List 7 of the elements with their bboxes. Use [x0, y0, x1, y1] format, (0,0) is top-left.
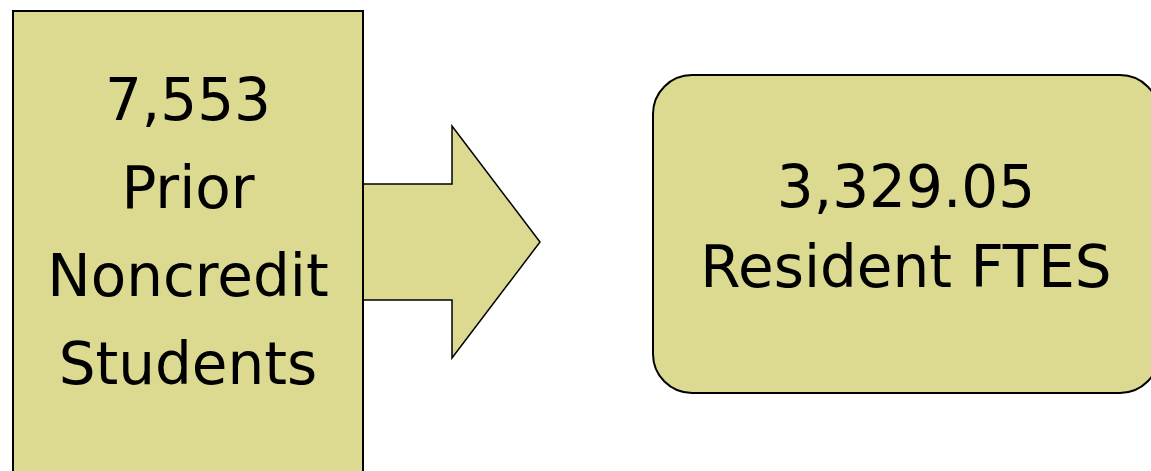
- label-text: Prior Noncredit Students: [46, 153, 330, 400]
- value-text: 7,553: [104, 65, 271, 136]
- process-box: [12, 10, 364, 471]
- rounded-box: [652, 74, 1151, 394]
- block-arrow: [363, 123, 541, 361]
- value-text: 3,329.05: [776, 152, 1036, 223]
- label-text: Resident FTES: [700, 232, 1112, 303]
